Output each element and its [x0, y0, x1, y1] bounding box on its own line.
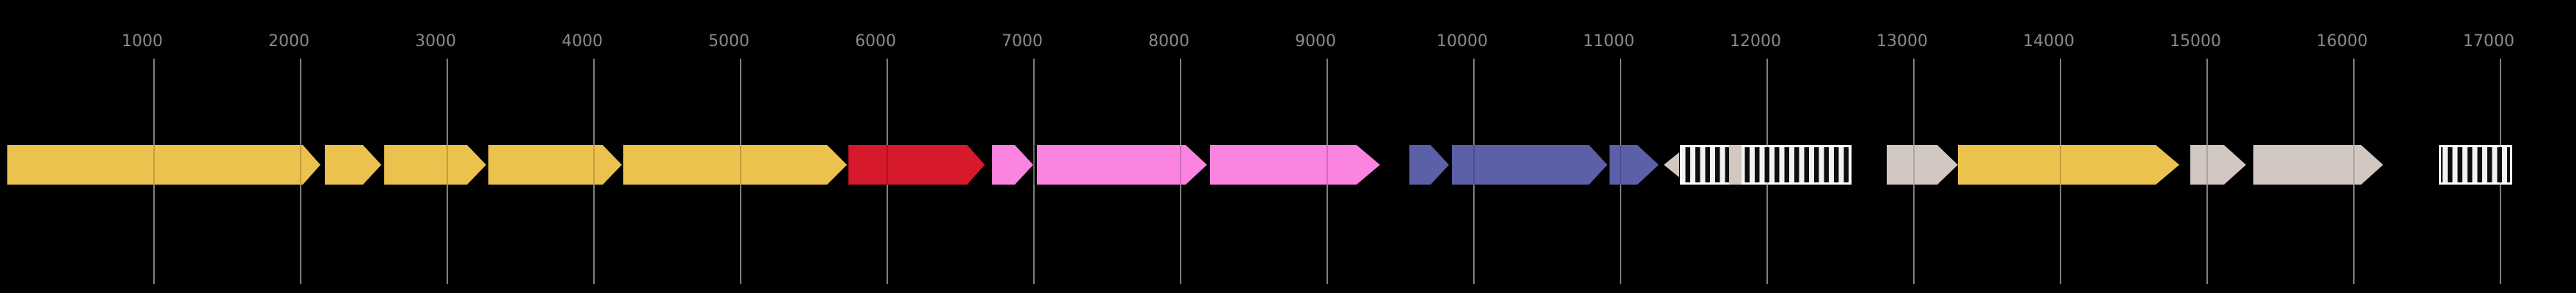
gridline-overlay-4000 — [593, 145, 595, 185]
axis-tick-label: 15000 — [2170, 32, 2221, 51]
gene-8 — [1037, 145, 1207, 185]
gene-14 — [1680, 145, 1852, 185]
gridline-overlay-14000 — [2060, 145, 2061, 185]
grid-overlay-layer — [153, 145, 2501, 185]
gridline-overlay-9000 — [1326, 145, 1328, 185]
axis-tick-label: 11000 — [1583, 32, 1634, 51]
gene-20 — [2439, 145, 2512, 185]
gridline-overlay-5000 — [740, 145, 741, 185]
axis-tick-label: 12000 — [1730, 32, 1781, 51]
axis-tick-label: 16000 — [2316, 32, 2368, 51]
gene-10 — [1409, 145, 1449, 185]
axis-tick-label: 5000 — [708, 32, 749, 51]
gene-13 — [1664, 152, 1679, 177]
gridline-overlay-7000 — [1033, 145, 1035, 185]
axis-tick-label: 1000 — [122, 32, 163, 51]
gene-9 — [1210, 145, 1380, 185]
axis-tick-label: 9000 — [1295, 32, 1336, 51]
axis-tick-label: 10000 — [1436, 32, 1488, 51]
gridline-overlay-13000 — [1913, 145, 1915, 185]
gene-4 — [488, 145, 622, 185]
gridline-overlay-15000 — [2206, 145, 2208, 185]
gene-15 — [1729, 145, 1742, 185]
gene-5 — [623, 145, 847, 185]
gridline-overlay-16000 — [2353, 145, 2355, 185]
axis-tick-label: 3000 — [415, 32, 456, 51]
gridline-overlay-17000 — [2500, 145, 2501, 185]
axis-tick-label: 6000 — [855, 32, 896, 51]
feature-layer — [7, 145, 2512, 185]
gene-17 — [1958, 145, 2179, 185]
gene-12 — [1610, 145, 1659, 185]
gridline-overlay-6000 — [887, 145, 888, 185]
axis-tick-label: 8000 — [1148, 32, 1189, 51]
gene-18 — [2190, 145, 2246, 185]
axis-tick-label: 14000 — [2023, 32, 2074, 51]
axis-tick-label: 4000 — [562, 32, 603, 51]
gridline-overlay-11000 — [1620, 145, 1621, 185]
gridline-7000 — [1033, 59, 1035, 284]
axis-tick-label: 7000 — [1002, 32, 1043, 51]
gridline-overlay-2000 — [300, 145, 301, 185]
gene-3 — [384, 145, 486, 185]
gridline-overlay-12000 — [1766, 145, 1768, 185]
axis-tick-label: 17000 — [2463, 32, 2514, 51]
gridline-overlay-1000 — [153, 145, 155, 185]
axis-tick-label: 13000 — [1876, 32, 1928, 51]
gene-2 — [325, 145, 381, 185]
gridline-overlay-8000 — [1180, 145, 1181, 185]
gene-16 — [1887, 145, 1958, 185]
gene-1 — [7, 145, 320, 185]
axis-tick-label: 2000 — [268, 32, 309, 51]
gridline-overlay-10000 — [1473, 145, 1475, 185]
gene-19 — [2253, 145, 2383, 185]
gene-7 — [992, 145, 1033, 185]
gene-11 — [1452, 145, 1607, 185]
gene-6 — [848, 145, 985, 185]
gridline-overlay-3000 — [447, 145, 448, 185]
